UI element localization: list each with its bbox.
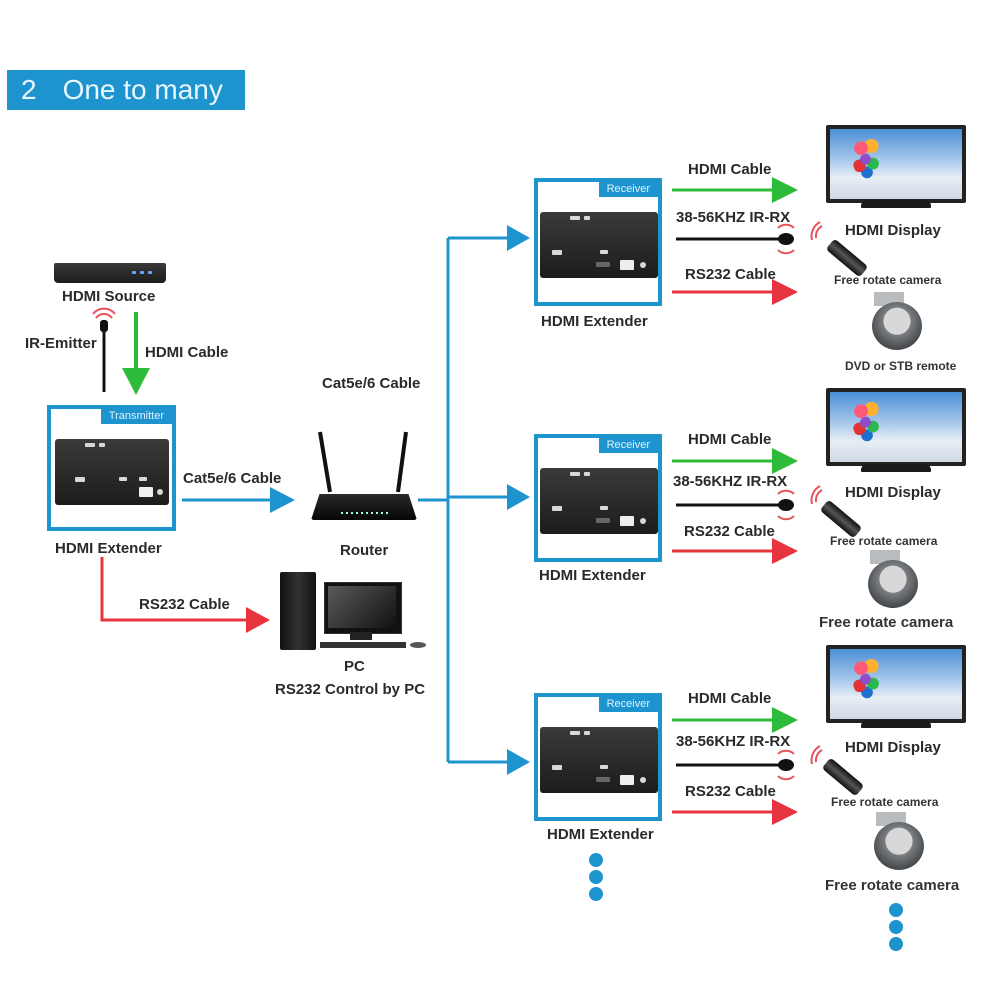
receiver-1-outputs [672, 177, 823, 305]
camera-label: Free rotate camera [825, 877, 960, 894]
hdmi-display [826, 125, 966, 203]
rs232-cable-label: RS232 Cable [685, 783, 776, 800]
cat-cable-label-tx: Cat5e/6 Cable [183, 470, 282, 487]
display-stand [861, 464, 931, 472]
receiver-label: HDMI Extender [541, 313, 648, 330]
camera-label: DVD or STB remote [845, 359, 957, 373]
hdmi-display [826, 388, 966, 466]
ir-emitter-cable [92, 307, 116, 392]
hdmi-cable-source-arrow [122, 312, 150, 395]
hdmi-source-device [54, 263, 166, 285]
section-title: 2 One to many [7, 70, 245, 110]
hdmi-display [826, 645, 966, 723]
hdmi-display-label: HDMI Display [845, 484, 941, 501]
receiver-box: Receiver [534, 178, 662, 306]
receiver-label: HDMI Extender [547, 826, 654, 843]
receiver-box: Receiver [534, 693, 662, 821]
pc-sublabel: RS232 Control by PC [275, 681, 426, 698]
hdmi-display-label: HDMI Display [845, 222, 941, 239]
hdmi-source-label: HDMI Source [62, 288, 156, 305]
remote-label: Free rotate camera [831, 795, 939, 809]
ptz-camera-icon [866, 292, 928, 352]
router-device [311, 488, 417, 526]
receiver-tag: Receiver [598, 438, 658, 453]
more-displays-dots [889, 903, 903, 951]
rs232-cable-pc-arrow [100, 557, 270, 633]
hdmi-display-label: HDMI Display [845, 739, 941, 756]
rs232-cable-label: RS232 Cable [684, 523, 775, 540]
hdmi-cable-label-source: HDMI Cable [145, 344, 229, 361]
remote-label: Free rotate camera [834, 273, 942, 287]
ir-rx-label: 38-56KHZ IR-RX [673, 473, 788, 490]
section-title-text: One to many [62, 74, 223, 105]
transmitter-box: Transmitter [47, 405, 176, 531]
receiver-tag: Receiver [598, 182, 658, 197]
camera-label: Free rotate camera [819, 614, 954, 631]
receiver-tag: Receiver [598, 697, 658, 712]
receiver-device [540, 468, 658, 534]
receiver-3-outputs [672, 707, 823, 825]
ir-rx-label: 38-56KHZ IR-RX [676, 733, 791, 750]
receiver-device [540, 727, 658, 793]
receiver-box: Receiver [534, 434, 662, 562]
section-number: 2 [21, 74, 37, 105]
pc-device [280, 572, 430, 652]
hdmi-cable-label: HDMI Cable [688, 161, 772, 178]
hdmi-cable-label: HDMI Cable [688, 690, 772, 707]
display-stand [861, 720, 931, 728]
cat-cable-tx-arrow [182, 487, 295, 513]
router-label: Router [340, 542, 389, 559]
ir-rx-label: 38-56KHZ IR-RX [676, 209, 791, 226]
rs232-cable-label-tx: RS232 Cable [139, 596, 230, 613]
transmitter-tag: Transmitter [100, 409, 172, 424]
transmitter-label: HDMI Extender [55, 540, 162, 557]
receiver-2-outputs [672, 448, 823, 564]
ptz-camera-icon [868, 812, 930, 872]
router-cable-label: Cat5e/6 Cable [322, 375, 421, 392]
cat-cable-tree [418, 225, 530, 775]
receiver-label: HDMI Extender [539, 567, 646, 584]
hdmi-cable-label: HDMI Cable [688, 431, 772, 448]
ptz-camera-icon [862, 550, 924, 610]
transmitter-device [55, 439, 169, 505]
remote-label: Free rotate camera [830, 534, 938, 548]
display-stand [861, 200, 931, 208]
rs232-cable-label: RS232 Cable [685, 266, 776, 283]
more-receivers-dots [589, 853, 603, 901]
receiver-device [540, 212, 658, 278]
pc-label: PC [344, 658, 365, 675]
router-antennas [318, 431, 408, 493]
ir-emitter-label: IR-Emitter [25, 335, 97, 352]
